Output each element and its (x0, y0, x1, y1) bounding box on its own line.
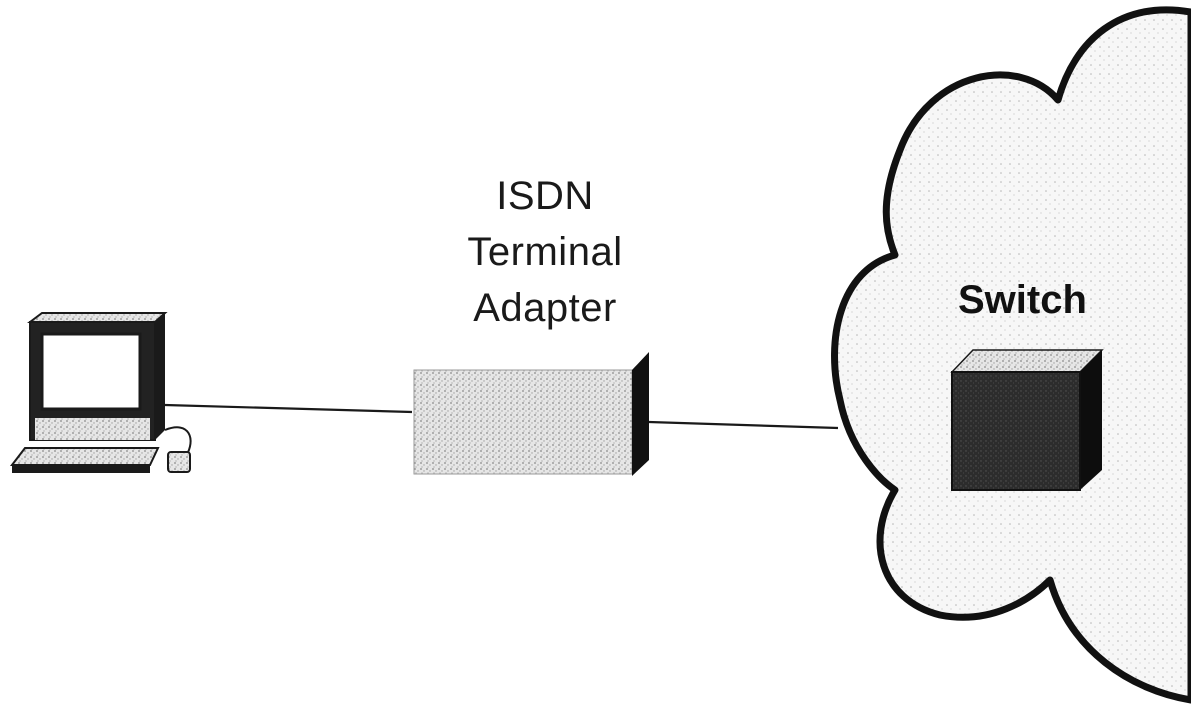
adapter-label: ISDN Terminal Adapter (440, 168, 650, 336)
terminal-adapter-box-icon (414, 352, 649, 476)
switch-cube-icon (952, 350, 1102, 490)
switch-label: Switch (958, 278, 1087, 323)
adapter-label-line2: Terminal (440, 224, 650, 280)
link-terminal-to-adapter (165, 405, 412, 412)
computer-terminal-icon (12, 313, 191, 473)
adapter-label-line1: ISDN (440, 168, 650, 224)
adapter-label-line3: Adapter (440, 280, 650, 336)
link-adapter-to-cloud (649, 422, 838, 428)
